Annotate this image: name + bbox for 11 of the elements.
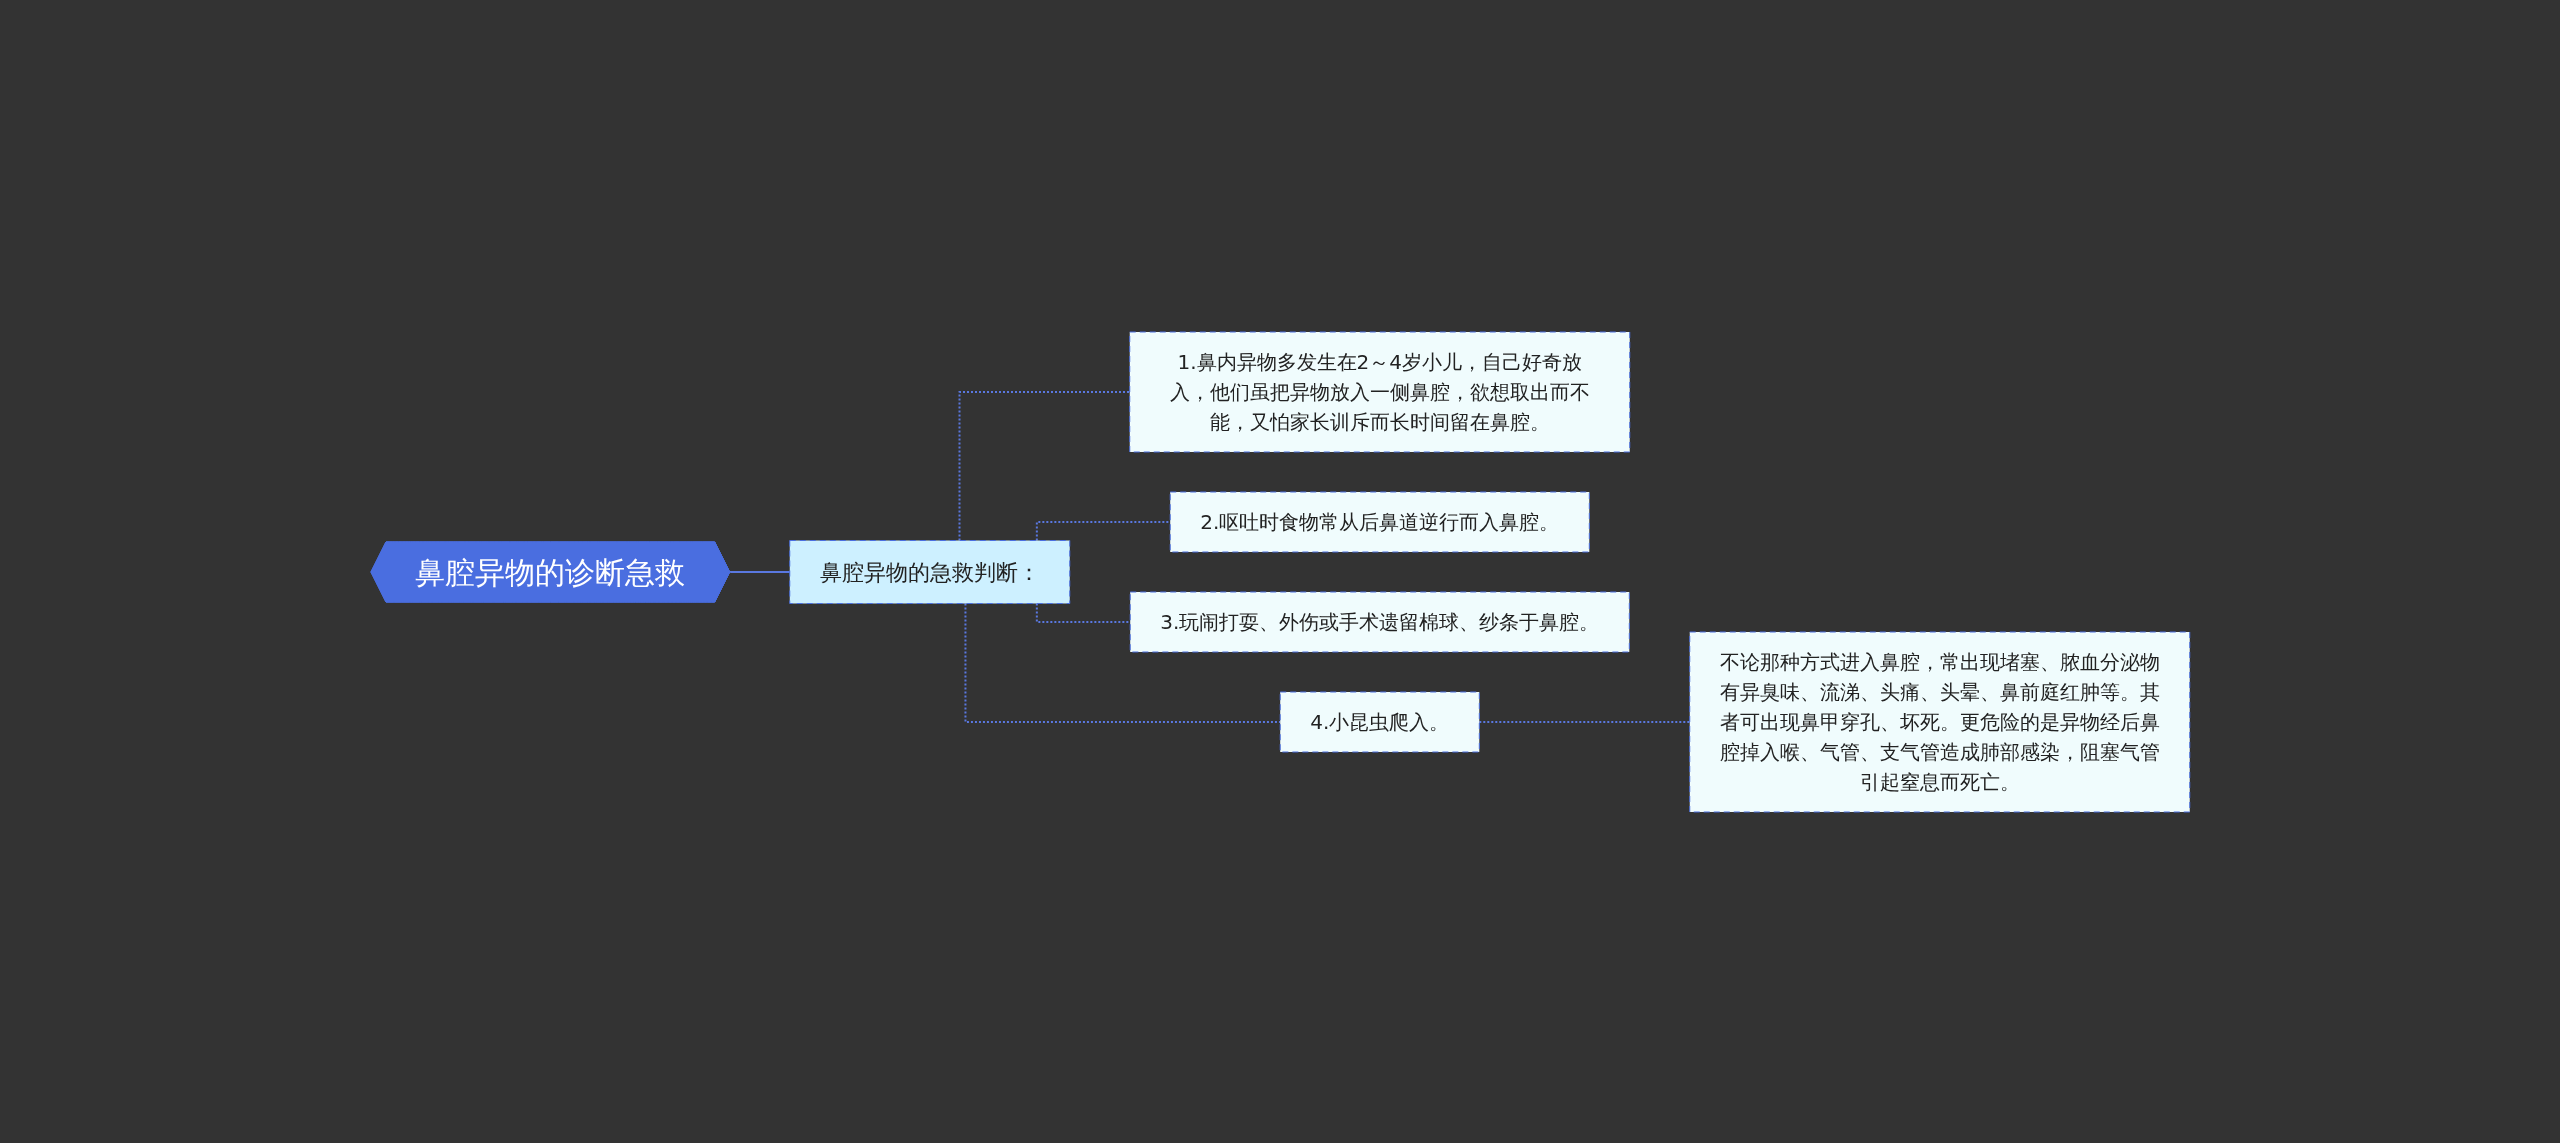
connector [1035,602,1131,623]
connector [728,570,791,573]
node-box: 1.鼻内异物多发生在2～4岁小儿，自己好奇放入，他们虽把异物放入一侧鼻腔，欲想取出而不能，又怕家长训斥而长时间留在鼻腔。 [1128,331,1630,452]
connector [958,390,1131,541]
connector [1477,720,1691,723]
node-box: 2.呕吐时食物常从后鼻道逆行而入鼻腔。 [1169,491,1590,552]
node-box: 3.玩闹打耍、外伤或手术遗留棉球、纱条于鼻腔。 [1129,591,1630,652]
node-box: 不论那种方式进入鼻腔，常出现堵塞、脓血分泌物有异臭味、流涕、头痛、头晕、鼻前庭红肿等。其者可出现鼻甲穿孔、坏死。更危险的是异物经后鼻腔掉入喉、气管、支气管造成肺部感染，阻塞气管引起窒息而死亡。 [1688,631,2190,812]
node-box: 鼻腔异物的急救判断： [788,539,1070,604]
connector [1035,520,1171,541]
node-box: 4.小昆虫爬入。 [1279,691,1480,752]
